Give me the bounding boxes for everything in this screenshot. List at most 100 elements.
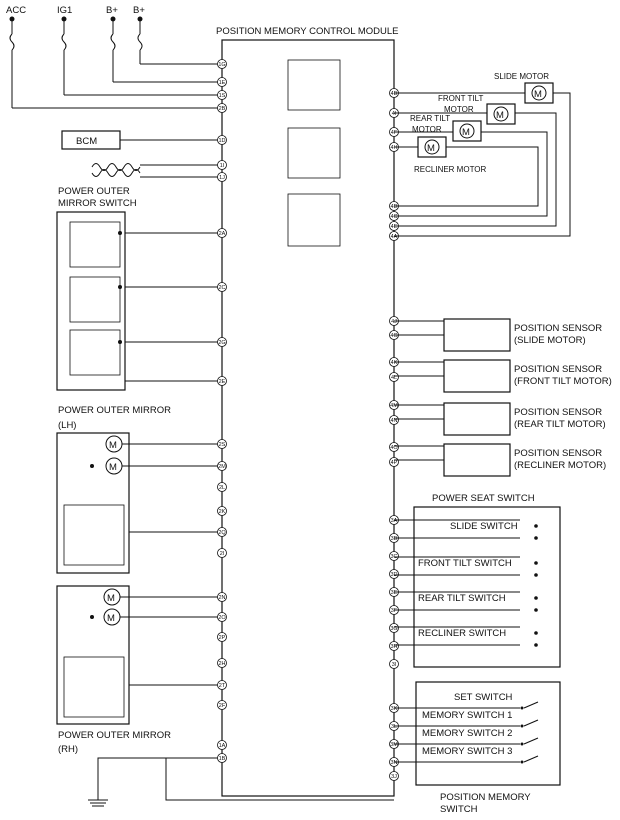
svg-text:M: M (427, 143, 435, 154)
mirror-lh-label-2: (LH) (58, 420, 76, 431)
position-sensor-2: POSITION SENSOR(FRONT TILT MOTOR) (394, 359, 612, 393)
mirror-rh-motor-icon: M M (63, 588, 125, 718)
position-sensor-label: POSITION SENSOR (514, 407, 602, 418)
power-label-bplus-1: B+ (106, 5, 118, 16)
seat-switch-title: POWER SEAT SWITCH (432, 493, 535, 504)
svg-text:SLIDE SWITCH: SLIDE SWITCH (450, 521, 518, 532)
svg-text:2F: 2F (219, 703, 226, 709)
relay-icon (287, 59, 341, 247)
left-pin-2N: 2N (217, 592, 227, 602)
svg-text:4I: 4I (392, 111, 397, 117)
position-sensor-icon (443, 443, 511, 477)
svg-text:4F: 4F (391, 130, 398, 136)
svg-text:M: M (109, 440, 117, 451)
left-pin-1J: 1J (217, 172, 227, 182)
svg-text:2P: 2P (219, 635, 226, 641)
svg-text:4G: 4G (390, 333, 397, 339)
svg-text:3H: 3H (390, 644, 397, 650)
mirror-rh-label-2: (RH) (58, 744, 78, 755)
seat-switch-items: SLIDE SWITCH FRONT TILT SWITCH REAR TILT S… (394, 519, 538, 647)
left-pin-2C: 2C (217, 282, 227, 292)
mirror-rh-box (56, 585, 130, 725)
svg-text:3I: 3I (392, 662, 397, 668)
svg-text:REAR TILT SWITCH: REAR TILT SWITCH (418, 593, 506, 604)
svg-text:3M: 3M (390, 742, 398, 748)
module-title: POSITION MEMORY CONTROL MODULE (216, 26, 398, 37)
svg-text:2N: 2N (218, 595, 225, 601)
svg-text:MEMORY SWITCH 1: MEMORY SWITCH 1 (422, 710, 512, 721)
memory-switch-box (415, 681, 561, 786)
right-pin-3I: 3I (389, 659, 399, 669)
rear-tilt-motor-label-2: MOTOR (412, 125, 442, 134)
recliner-motor-icon: M (417, 136, 447, 158)
memory-switch-item: MEMORY SWITCH 3 (394, 746, 539, 764)
left-pin-2H: 2H (217, 658, 227, 668)
left-pin-2P: 2P (217, 632, 227, 642)
mirror-switch-label-2: MIRROR SWITCH (58, 198, 137, 209)
left-pin-2K: 2K (217, 506, 227, 516)
right-pin-3D: 3D (389, 569, 399, 579)
svg-text:2K: 2K (219, 509, 226, 515)
svg-text:3B: 3B (391, 536, 398, 542)
svg-text:M: M (462, 127, 470, 138)
left-pin-group: 1G1E1S2B1D1I1J2A2C2G2E2S2M2L2K2Q2I2N2O2P… (217, 59, 227, 763)
right-pin-3J: 3J (389, 771, 399, 781)
svg-text:1D: 1D (218, 138, 225, 144)
position-sensor-3: POSITION SENSOR(REAR TILT MOTOR) (394, 402, 606, 436)
svg-text:3A: 3A (391, 518, 398, 524)
svg-text:4H: 4H (390, 145, 397, 151)
left-pin-1S: 1S (217, 90, 227, 100)
svg-text:4B: 4B (391, 91, 398, 97)
svg-text:M: M (534, 89, 542, 100)
power-label-bplus-2: B+ (133, 5, 145, 16)
svg-text:4A: 4A (391, 234, 398, 240)
position-sensor-icon (443, 402, 511, 436)
svg-text:1G: 1G (218, 62, 225, 68)
svg-text:3J: 3J (391, 774, 397, 780)
memory-switch-item: MEMORY SWITCH 1 (394, 710, 539, 728)
right-pin-3H: 3H (389, 641, 399, 651)
memory-switch-title-1: POSITION MEMORY (440, 792, 531, 803)
left-pin-2O: 2O (217, 612, 227, 622)
right-pin-3C: 3C (389, 551, 399, 561)
mirror-rh-label-1: POWER OUTER MIRROR (58, 730, 171, 741)
front-tilt-motor-label-1: FRONT TILT (438, 94, 483, 103)
svg-text:4N: 4N (390, 418, 397, 424)
svg-text:FRONT TILT SWITCH: FRONT TILT SWITCH (418, 558, 512, 569)
position-sensor-label: (RECLINER MOTOR) (514, 460, 606, 471)
position-sensor-label: (SLIDE MOTOR) (514, 335, 586, 346)
svg-text:2S: 2S (219, 442, 226, 448)
right-pin-4O: 4O (389, 442, 399, 452)
front-tilt-motor-label-2: MOTOR (444, 105, 474, 114)
svg-text:2I: 2I (220, 551, 225, 557)
svg-text:M: M (107, 593, 115, 604)
svg-text:2G: 2G (218, 340, 225, 346)
module-box (221, 39, 395, 797)
left-pin-1E: 1E (217, 77, 227, 87)
svg-text:MEMORY SWITCH 3: MEMORY SWITCH 3 (422, 746, 512, 757)
bcm-label: BCM (76, 136, 97, 147)
position-sensor-label: POSITION SENSOR (514, 323, 602, 334)
seat-switch-box (413, 506, 561, 668)
svg-text:4L: 4L (391, 375, 397, 381)
svg-text:4E: 4E (391, 224, 398, 230)
twisted-pair-icon (91, 163, 222, 178)
position-sensor-icon (443, 318, 511, 352)
svg-text:SET SWITCH: SET SWITCH (454, 692, 513, 703)
ground-icon (88, 757, 394, 807)
right-pin-4L: 4L (389, 372, 399, 382)
left-pin-2Q: 2Q (217, 527, 227, 537)
position-sensor-label: (FRONT TILT MOTOR) (514, 376, 612, 387)
right-pin-4P: 4P (389, 457, 399, 467)
left-pin-2L: 2L (217, 482, 227, 492)
power-label-ig1: IG1 (57, 5, 72, 16)
position-sensor-label: POSITION SENSOR (514, 448, 602, 459)
svg-text:M: M (109, 462, 117, 473)
mirror-lh-label-1: POWER OUTER MIRROR (58, 405, 171, 416)
mirror-switch-internals (69, 221, 122, 376)
svg-text:3L: 3L (391, 724, 397, 730)
svg-text:3E: 3E (391, 590, 398, 596)
svg-text:M: M (496, 110, 504, 121)
